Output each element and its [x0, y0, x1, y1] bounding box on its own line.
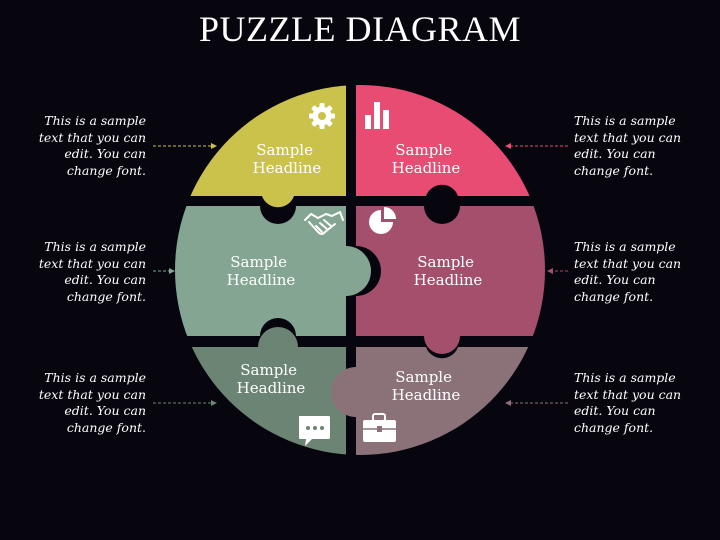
- headline-top-left-line1: Sample: [256, 141, 313, 159]
- headline-middle-right: Sample Headline: [414, 253, 483, 289]
- headline-middle-left-line2: Headline: [227, 271, 296, 289]
- chat-bubble-icon: [299, 416, 330, 446]
- side-text-top-right: This is a sample text that you can edit.…: [574, 113, 682, 178]
- side-text-bottom-right: This is a sample text that you can edit.…: [574, 370, 682, 435]
- headline-middle-left: Sample Headline: [227, 253, 296, 289]
- bar-chart-icon: [365, 102, 389, 129]
- side-text-middle-right: This is a sample text that you can edit.…: [574, 239, 682, 304]
- headline-top-right: Sample Headline: [392, 141, 461, 177]
- gear-icon: [309, 103, 335, 129]
- headline-bottom-left: Sample Headline: [237, 361, 306, 397]
- headline-middle-right-line2: Headline: [414, 271, 483, 289]
- side-text-top-left: This is a sample text that you can edit.…: [38, 113, 146, 178]
- headline-top-left: Sample Headline: [253, 141, 322, 177]
- headline-top-left-line2: Headline: [253, 159, 322, 177]
- headline-bottom-left-line1: Sample: [240, 361, 297, 379]
- puzzle-piece-middle-right[interactable]: [356, 206, 560, 354]
- handshake-icon: [304, 211, 344, 235]
- puzzle-piece-top-left[interactable]: [160, 80, 346, 208]
- pie-chart-icon: [369, 207, 396, 234]
- headline-top-right-line2: Headline: [392, 159, 461, 177]
- slide-title: PUZZLE DIAGRAM: [199, 9, 521, 49]
- puzzle-piece-middle-left[interactable]: [160, 206, 371, 336]
- headline-bottom-right-line2: Headline: [392, 386, 461, 404]
- headline-bottom-right: Sample Headline: [392, 368, 461, 404]
- side-text-bottom-left: This is a sample text that you can edit.…: [38, 370, 146, 435]
- side-text-middle-left: This is a sample text that you can edit.…: [38, 239, 146, 304]
- headline-top-right-line1: Sample: [395, 141, 452, 159]
- briefcase-icon: [363, 413, 396, 442]
- headline-middle-right-line1: Sample: [417, 253, 474, 271]
- headline-bottom-left-line2: Headline: [237, 379, 306, 397]
- headline-bottom-right-line1: Sample: [395, 368, 452, 386]
- headline-middle-left-line1: Sample: [230, 253, 287, 271]
- puzzle-piece-top-right[interactable]: [356, 80, 560, 196]
